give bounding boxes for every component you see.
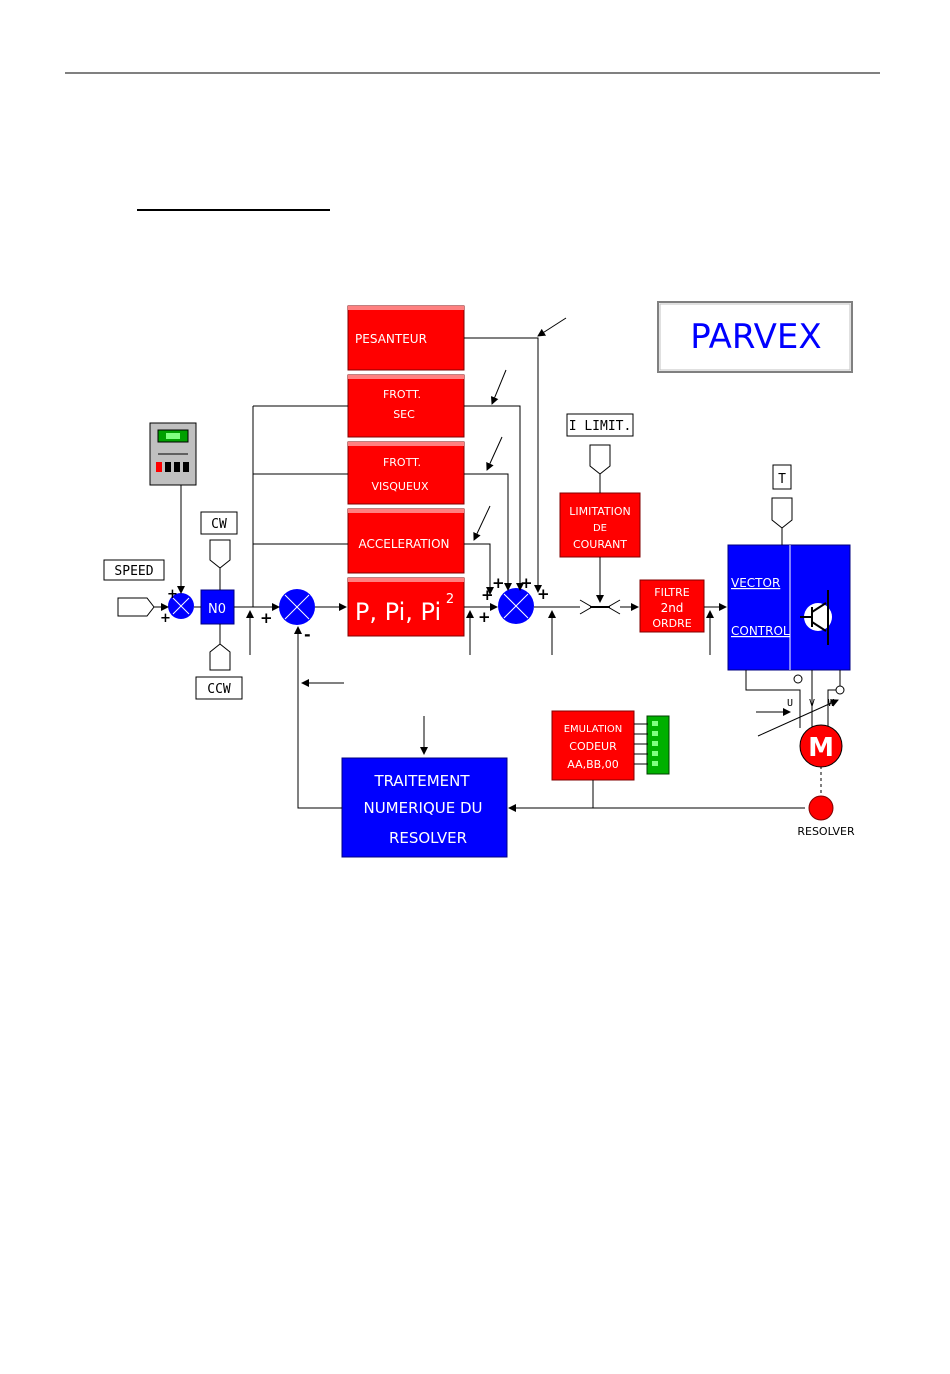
n0-block: N0 — [201, 590, 234, 624]
traitement-line1: TRAITEMENT — [373, 772, 470, 790]
resolver-icon — [809, 796, 833, 820]
acceleration-label: ACCELERATION — [358, 537, 449, 551]
ccw-label: CCW — [207, 682, 231, 697]
limitation-block: LIMITATION DE COURANT — [560, 493, 640, 557]
logo-text: PARVEX — [690, 317, 821, 357]
keypad-icon — [150, 423, 196, 485]
filtre-block: FILTRE 2nd ORDRE — [640, 580, 704, 632]
traitement-line3: RESOLVER — [389, 829, 467, 847]
ilimit-label-box: I LIMIT. — [567, 414, 633, 436]
plus-sign: + — [478, 608, 491, 626]
t-label: T — [778, 472, 786, 487]
n0-label: N0 — [208, 602, 226, 617]
frott-sec-line2: SEC — [393, 408, 415, 421]
frott-visqueux-block: FROTT. VISQUEUX — [348, 442, 464, 504]
filtre-line2: 2nd — [661, 601, 684, 615]
speed-label: SPEED — [114, 564, 153, 579]
plus-sign: + — [260, 609, 273, 627]
phase-v-label: V — [809, 698, 815, 709]
frott-visqueux-line2: VISQUEUX — [372, 480, 429, 493]
frott-sec-line1: FROTT. — [383, 388, 421, 401]
motor-label: M — [808, 733, 834, 763]
emulation-line3: AA,BB,00 — [567, 758, 618, 771]
pid-superscript: 2 — [446, 592, 454, 607]
plus-sign: + — [160, 611, 171, 626]
pesanteur-block: PESANTEUR — [348, 306, 464, 370]
limitation-line3: COURANT — [573, 538, 627, 551]
ilimit-label: I LIMIT. — [569, 419, 632, 434]
resolver-label: RESOLVER — [797, 825, 855, 838]
phase-w-label: W — [828, 698, 835, 709]
acceleration-block: ACCELERATION — [348, 509, 464, 573]
pid-label: P, Pi, Pi — [355, 598, 441, 626]
vector-line2: CONTROL — [731, 624, 790, 638]
plus-sign: + — [537, 585, 550, 603]
filtre-line1: FILTRE — [654, 586, 690, 599]
sum-junction-2 — [279, 589, 315, 625]
emulation-block: EMULATION CODEUR AA,BB,00 — [552, 711, 634, 780]
t-label-box: T — [773, 465, 791, 489]
cw-label-box: CW — [201, 512, 237, 534]
speed-label-box: SPEED — [104, 560, 164, 580]
frott-sec-block: FROTT. SEC — [348, 375, 464, 437]
pesanteur-label: PESANTEUR — [355, 332, 427, 346]
plus-sign: + — [492, 574, 505, 592]
ccw-input-connector — [210, 644, 230, 670]
frott-visqueux-line1: FROTT. — [383, 456, 421, 469]
vector-control-block: VECTOR CONTROL — [728, 545, 850, 670]
vector-line1: VECTOR — [731, 576, 780, 590]
cw-label: CW — [211, 517, 227, 532]
motor-icon: M — [800, 725, 842, 767]
connector-icon — [634, 716, 669, 774]
ccw-label-box: CCW — [196, 677, 242, 699]
t-input-connector — [772, 498, 792, 528]
minus-sign: - — [304, 625, 311, 644]
emulation-line1: EMULATION — [564, 724, 623, 735]
emulation-line2: CODEUR — [569, 740, 617, 753]
pid-block: P, Pi, Pi 2 — [348, 578, 464, 636]
limitation-line1: LIMITATION — [569, 505, 631, 518]
sum-junction-3 — [498, 588, 534, 624]
plus-sign: + — [167, 587, 178, 602]
phase-u-label: U — [787, 698, 793, 709]
traitement-line2: NUMERIQUE DU — [363, 799, 482, 817]
traitement-block: TRAITEMENT NUMERIQUE DU RESOLVER — [342, 758, 507, 857]
parvex-logo: PARVEX — [658, 302, 852, 372]
speed-input-connector — [118, 598, 154, 616]
ilimit-input-connector — [590, 445, 610, 474]
plus-sign: + — [520, 574, 533, 592]
limitation-line2: DE — [593, 523, 607, 534]
filtre-line3: ORDRE — [652, 617, 691, 630]
cw-input-connector — [210, 540, 230, 568]
